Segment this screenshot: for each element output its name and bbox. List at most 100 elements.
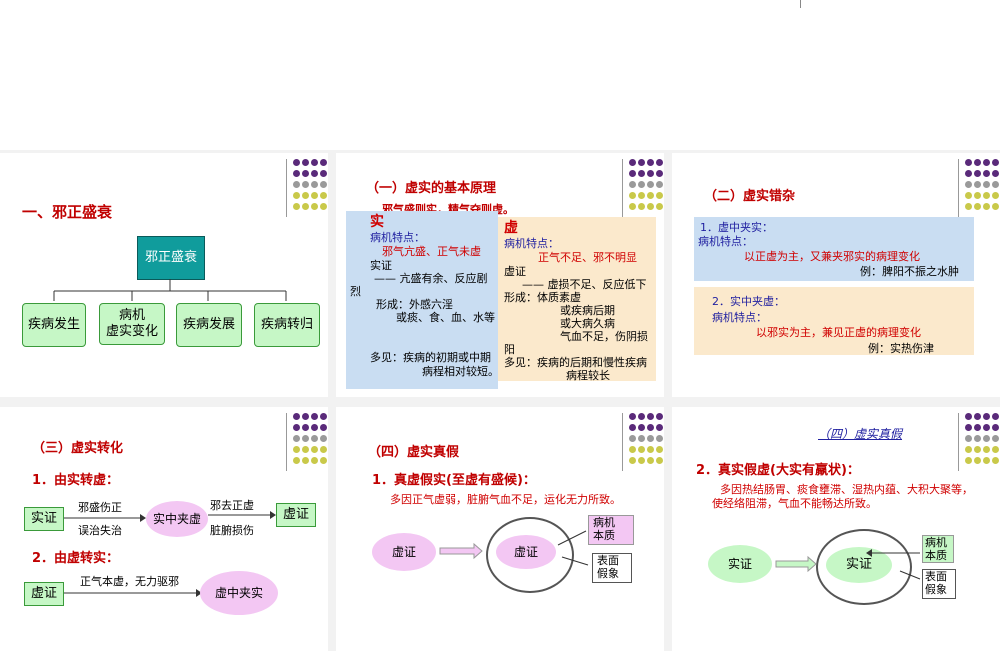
dot	[293, 457, 300, 464]
divider	[958, 413, 959, 471]
excess-panel	[346, 211, 498, 389]
slide-thumbnail-5[interactable]: （四）虚实真假 1．真虚假实(至虚有盛候)： 多因正气虚弱，脏腑气血不足，运化无…	[336, 407, 664, 651]
top-margin	[0, 0, 1000, 150]
deficiency-text: 正气不足、邪不明显	[538, 251, 637, 264]
dot	[965, 413, 972, 420]
dot	[992, 435, 999, 442]
dot	[293, 203, 300, 210]
box-label: 实证	[30, 511, 57, 526]
box-label: 病机 本质	[593, 516, 615, 542]
diagram-arrows	[439, 530, 589, 566]
dot	[965, 192, 972, 199]
dot	[629, 159, 636, 166]
dot	[320, 446, 327, 453]
slide-thumbnail-6[interactable]: （四）虚实真假 2．真实假虚(大实有羸状)： 多因热结肠胃、痰食壅滞、湿热内蕴、…	[672, 407, 1000, 651]
deficiency-box-2: 虚证	[24, 582, 64, 606]
arrow-label: 正气本虚，无力驱邪	[80, 575, 179, 588]
dot	[974, 424, 981, 431]
deficiency-text: 虚证	[504, 265, 526, 278]
dot	[656, 181, 663, 188]
excess-text: 邪气亢盛、正气未虚	[382, 245, 481, 258]
dot	[965, 424, 972, 431]
dot	[320, 435, 327, 442]
dot	[983, 192, 990, 199]
tree-connectors	[53, 279, 287, 301]
dot	[992, 203, 999, 210]
slide-title: （二）虚实错杂	[704, 189, 796, 204]
essence-box: 病机 本质	[588, 515, 634, 545]
deficiency-text: —— 虚损不足、反应低下	[522, 278, 647, 291]
dot	[638, 203, 645, 210]
corner-title: （四）虚实真假	[818, 427, 903, 441]
divider	[286, 413, 287, 471]
dot	[311, 170, 318, 177]
dot	[293, 424, 300, 431]
dot	[302, 170, 309, 177]
dot	[992, 446, 999, 453]
dot	[992, 181, 999, 188]
dot	[311, 159, 318, 166]
slide-thumbnail-2[interactable]: （一）虚实的基本原理 邪气盛则实，精气夺则虚。 实 病机特点： 邪气亢盛、正气未…	[336, 153, 664, 397]
slide-thumbnail-3[interactable]: （二）虚实错杂 1．虚中夹实： 病机特点： 以正虚为主，又兼夹邪实的病理变化 例…	[672, 153, 1000, 397]
dot	[974, 446, 981, 453]
excess-text: 实证	[370, 259, 392, 272]
dot	[302, 181, 309, 188]
root-label: 邪正盛衰	[144, 250, 197, 265]
dot	[629, 192, 636, 199]
excess-text: 多见：疾病的初期或中期	[370, 351, 491, 364]
divider	[622, 413, 623, 471]
dot	[965, 170, 972, 177]
dot	[974, 170, 981, 177]
mixed-ellipse: 实中夹虚	[146, 501, 208, 537]
deficiency-text: 形成：体质素虚	[504, 291, 581, 304]
deficiency-text: 阳	[504, 343, 515, 356]
dot-pattern-icon	[293, 413, 327, 467]
dot	[293, 192, 300, 199]
dot	[974, 181, 981, 188]
deficiency-text: 或疾病后期	[560, 304, 615, 317]
dot	[629, 181, 636, 188]
dot	[293, 435, 300, 442]
dot	[293, 413, 300, 420]
slide-thumbnail-4[interactable]: （三）虚实转化 1．由实转虚： 实证 邪盛伤正 误治失治 实中夹虚 邪去正虚 脏…	[0, 407, 328, 651]
dot	[311, 192, 318, 199]
ellipse-label: 虚证	[391, 545, 416, 559]
dot	[983, 435, 990, 442]
box-label: 表面 假象	[925, 570, 947, 596]
dot	[311, 413, 318, 420]
mixed-text: 以正虚为主，又兼夹邪实的病理变化	[744, 250, 920, 263]
dot	[992, 192, 999, 199]
diagram-arrows	[775, 549, 921, 580]
deficiency-text: 或大病久病	[560, 317, 615, 330]
slide-thumbnail-1[interactable]: 一、邪正盛衰 邪正盛衰 疾病发生 病机 虚实变化 疾病发展 疾病转归	[0, 153, 328, 397]
node-label: 疾病转归	[260, 317, 313, 332]
dot	[647, 203, 654, 210]
excess-text: 病程相对较短。	[422, 365, 499, 378]
dot	[638, 424, 645, 431]
slide-description: 多因热结肠胃、痰食壅滞、湿热内蕴、大积大聚等，	[720, 483, 973, 496]
dot	[992, 413, 999, 420]
ellipse-label: 实证	[727, 557, 752, 571]
dot	[656, 413, 663, 420]
dot	[629, 203, 636, 210]
dot	[965, 457, 972, 464]
dot	[302, 457, 309, 464]
dot	[983, 170, 990, 177]
slide-title: （四）虚实真假	[368, 445, 460, 460]
dot	[983, 203, 990, 210]
dot	[983, 159, 990, 166]
dot	[983, 413, 990, 420]
mixed-ellipse-2: 虚中夹实	[200, 571, 278, 615]
dot	[983, 457, 990, 464]
mixed-text: 病机特点：	[712, 311, 767, 324]
dot	[629, 413, 636, 420]
dot	[992, 170, 999, 177]
deficiency-text: 病机特点：	[504, 237, 559, 250]
dot	[302, 435, 309, 442]
arrow-label: 误治失治	[78, 524, 122, 537]
dot	[320, 424, 327, 431]
divider	[958, 159, 959, 217]
dot-pattern-icon	[965, 413, 999, 467]
dot	[293, 159, 300, 166]
box-label: 虚证	[30, 586, 57, 601]
